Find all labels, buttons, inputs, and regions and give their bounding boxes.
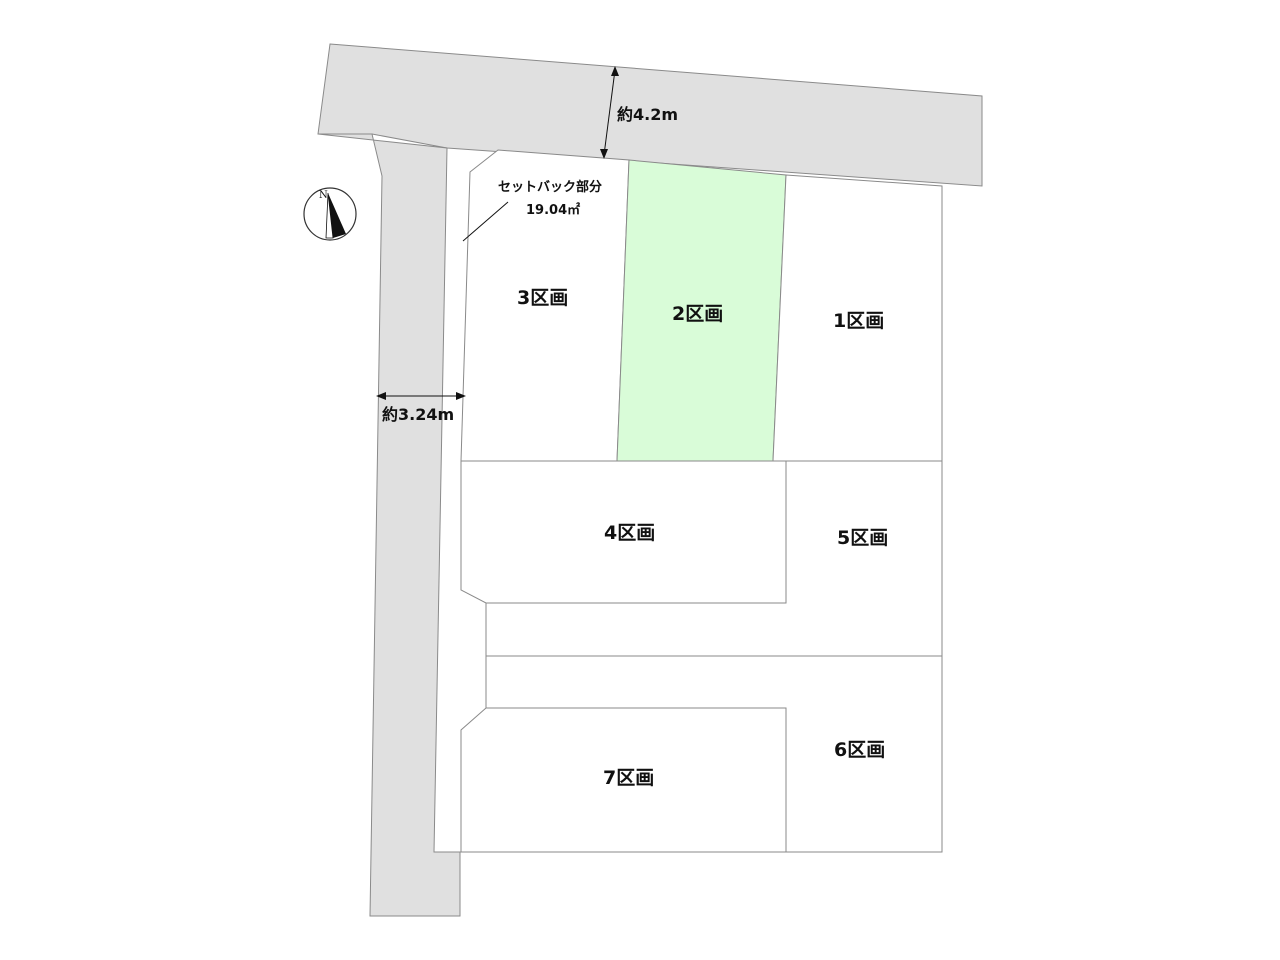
west-road-width-label: 約3.24m [382, 405, 454, 424]
north-road-arrow-bottom [600, 149, 608, 159]
setback-area: 19.04㎡ [526, 202, 580, 218]
lot-7-label: 7区画 [603, 767, 654, 789]
setback-title: セットバック部分 [498, 179, 602, 195]
lot-7 [460, 707, 787, 853]
west-road [317, 133, 461, 917]
lot-4-label: 4区画 [604, 522, 655, 544]
setback-leader-line [462, 201, 509, 242]
lot-6-label: 6区画 [834, 739, 885, 761]
north-road-dimension-line [603, 69, 616, 156]
north-arrow-icon: N [303, 187, 357, 241]
north-road-width-label: 約4.2m [617, 105, 678, 124]
north-road-arrow-top [611, 66, 619, 76]
north-label: N [319, 190, 328, 201]
lot-1-label: 1区画 [833, 310, 884, 332]
west-road-arrow-left [376, 392, 386, 400]
west-road-arrow-right [456, 392, 466, 400]
lot-3-label: 3区画 [517, 287, 568, 309]
lot-5-label: 5区画 [837, 527, 888, 549]
lot-2-label: 2区画 [672, 303, 723, 325]
